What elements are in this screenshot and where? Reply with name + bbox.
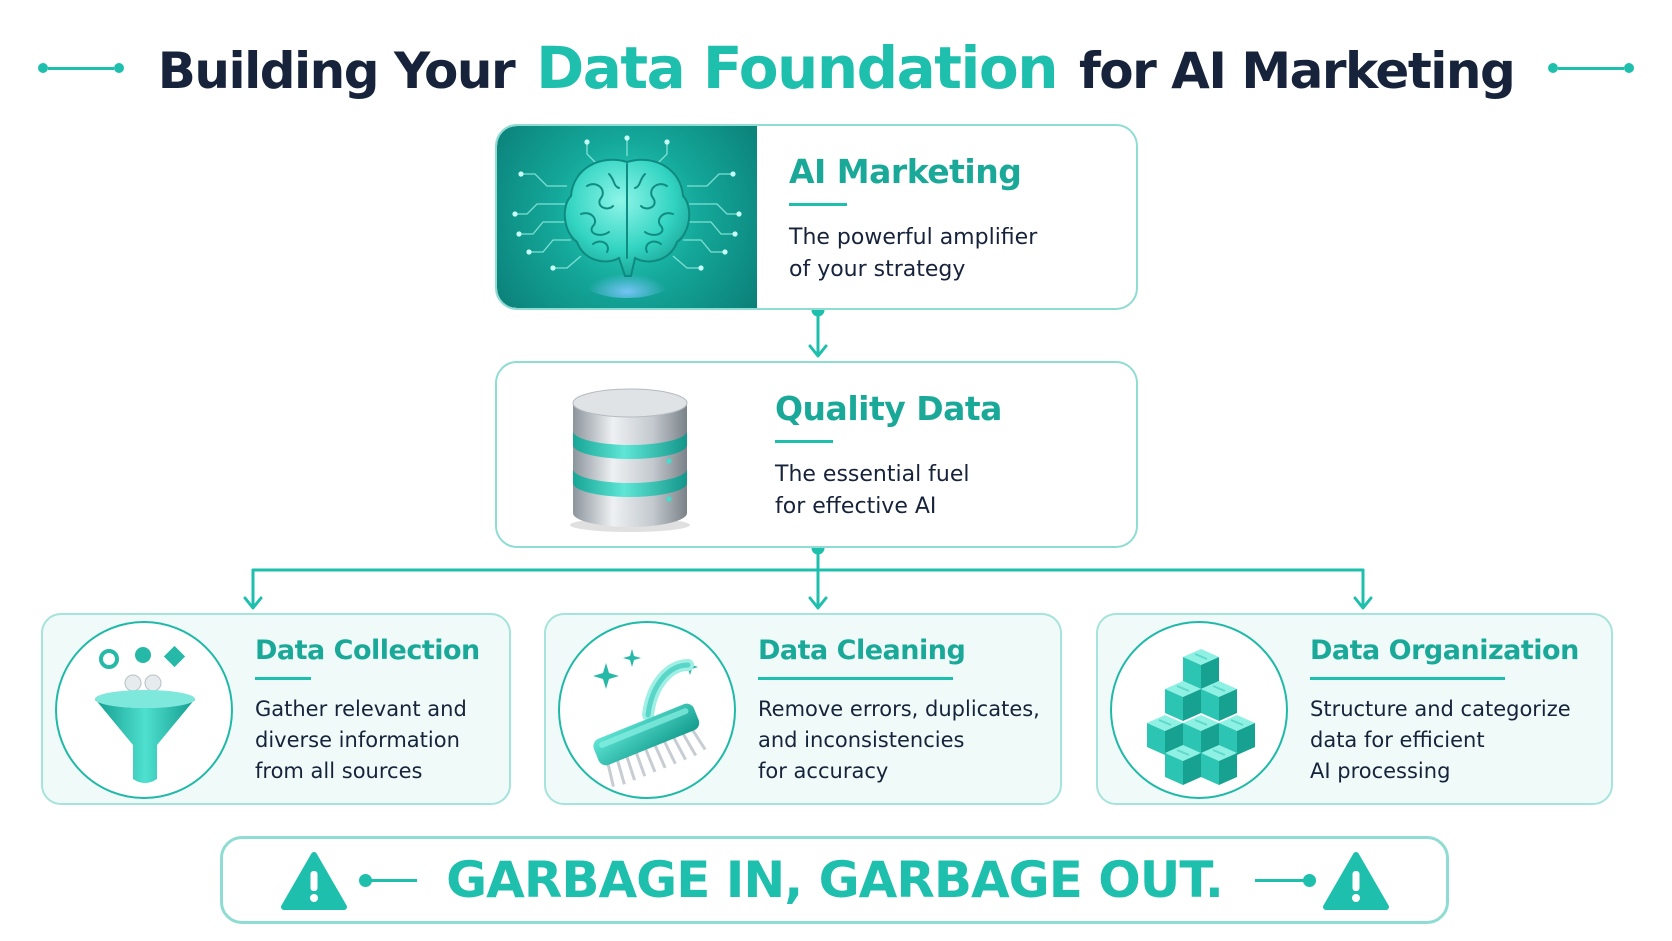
- ai-marketing-text: AI Marketing The powerful amplifier of y…: [789, 152, 1037, 286]
- title-underline: [758, 677, 953, 680]
- icon-circle: [558, 621, 736, 799]
- banner-line: [363, 879, 417, 882]
- title-row: Building Your Data Foundation for AI Mar…: [0, 28, 1672, 108]
- ai-marketing-card: AI Marketing The powerful amplifier of y…: [495, 124, 1138, 310]
- data-organization-desc-line1: Structure and categorize: [1310, 697, 1571, 721]
- title-decoration-right: [1548, 63, 1635, 73]
- funnel-icon: [95, 645, 195, 783]
- banner-dot: [1303, 874, 1316, 887]
- data-organization-desc-line3: AI processing: [1310, 759, 1451, 783]
- brain-circuit-icon: [512, 135, 742, 298]
- data-cleaning-desc-line3: for accuracy: [758, 759, 889, 783]
- data-organization-title: Data Organization: [1310, 635, 1579, 666]
- title-part-after: for AI Marketing: [1078, 42, 1516, 100]
- title-underline: [1310, 677, 1505, 680]
- database-icon: [570, 388, 690, 532]
- data-cleaning-card: Data Cleaning Remove errors, duplicates,…: [544, 613, 1062, 805]
- data-organization-desc-line2: data for efficient: [1310, 728, 1485, 752]
- quality-data-desc-line1: The essential fuel: [775, 462, 970, 487]
- data-collection-desc-line2: diverse information: [255, 728, 460, 752]
- data-collection-desc-line1: Gather relevant and: [255, 697, 467, 721]
- garbage-banner: GARBAGE IN, GARBAGE OUT.: [220, 836, 1449, 924]
- data-organization-text: Data Organization Structure and categori…: [1310, 635, 1579, 787]
- ai-marketing-desc-line1: The powerful amplifier: [789, 225, 1038, 250]
- banner-text: GARBAGE IN, GARBAGE OUT.: [446, 851, 1224, 909]
- title-part-before: Building Your: [157, 42, 516, 100]
- data-cleaning-text: Data Cleaning Remove errors, duplicates,…: [758, 635, 1040, 787]
- warning-icon: [1323, 852, 1389, 910]
- cubes-icon: [1146, 648, 1256, 786]
- data-cleaning-desc-line1: Remove errors, duplicates,: [758, 697, 1040, 721]
- data-cleaning-desc-line2: and inconsistencies: [758, 728, 965, 752]
- quality-data-title: Quality Data: [775, 389, 1002, 428]
- data-collection-title: Data Collection: [255, 635, 480, 666]
- title-underline: [775, 440, 833, 443]
- warning-icon: [281, 852, 347, 910]
- data-cleaning-title: Data Cleaning: [758, 635, 966, 666]
- ai-image: [497, 126, 757, 308]
- brush-icon: [593, 649, 707, 787]
- quality-data-desc-line2: for effective AI: [775, 494, 937, 519]
- quality-data-card: Quality Data The essential fuel for effe…: [495, 361, 1138, 548]
- data-organization-card: Data Organization Structure and categori…: [1096, 613, 1613, 805]
- quality-data-text: Quality Data The essential fuel for effe…: [775, 389, 1002, 523]
- data-collection-desc-line3: from all sources: [255, 759, 423, 783]
- page-title: Building Your Data Foundation for AI Mar…: [157, 34, 1516, 102]
- title-underline: [255, 677, 311, 680]
- title-underline: [789, 203, 847, 206]
- ai-marketing-title: AI Marketing: [789, 152, 1022, 191]
- banner-line: [1255, 879, 1309, 882]
- data-collection-text: Data Collection Gather relevant and dive…: [255, 635, 480, 787]
- data-collection-card: Data Collection Gather relevant and dive…: [41, 613, 511, 805]
- title-part-accent: Data Foundation: [536, 34, 1058, 102]
- icon-circle: [55, 621, 233, 799]
- ai-marketing-desc-line2: of your strategy: [789, 257, 966, 282]
- title-decoration-left: [37, 63, 124, 73]
- icon-circle: [1110, 621, 1288, 799]
